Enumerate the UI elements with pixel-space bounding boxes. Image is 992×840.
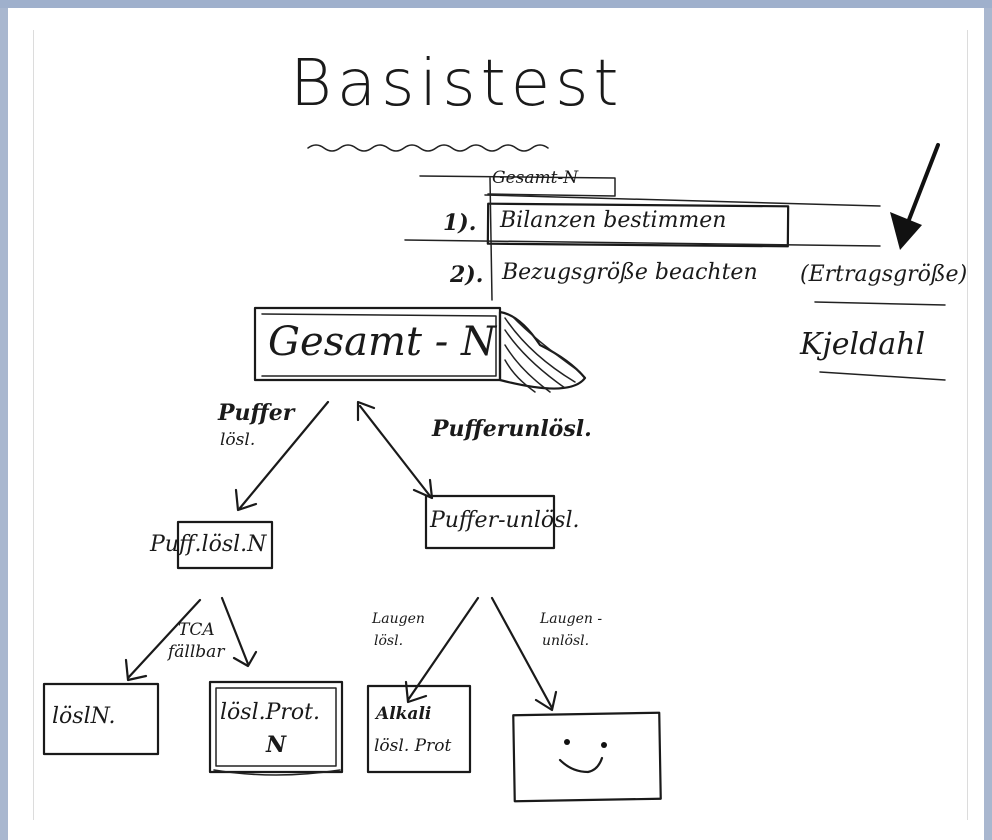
laugen-right-a: Laugen - — [540, 611, 603, 627]
l3-box-3-label-a: Alkali — [376, 704, 432, 724]
l3-box-3-label-b: lösl. Prot — [374, 736, 452, 756]
l3-box-2-label-a: lösl.Prot. — [220, 700, 320, 725]
root-box-inner — [261, 313, 497, 377]
l3-box-2-label-b: N — [266, 732, 287, 758]
big-arrow-shaft — [903, 143, 940, 232]
left-l2-box — [176, 520, 274, 570]
smiley-eye-right — [601, 742, 607, 748]
right-branch-label: Pufferunlösl. — [432, 416, 592, 442]
step2-paren: (Ertragsgröße) — [800, 262, 968, 287]
left-l2-label: Puff.lösl.N — [150, 532, 267, 557]
laugen-left-b: lösl. — [374, 633, 404, 649]
l3-box-1 — [42, 682, 160, 756]
arrow-to-left-shaft — [238, 400, 330, 510]
arrow-to-right-head — [356, 400, 434, 500]
arrow-l3-1 — [124, 598, 202, 682]
step2-number: 2). — [450, 262, 484, 288]
laugen-right-b: unlösl. — [542, 633, 590, 649]
strike-line — [404, 239, 881, 247]
hatched-wedge — [498, 310, 587, 390]
smiley-eye-left — [564, 739, 570, 745]
right-l2-box — [424, 494, 556, 550]
hatch-lines — [504, 315, 581, 393]
arrow-to-left-head — [234, 488, 258, 512]
window-frame-top — [0, 0, 992, 8]
kjeldahl-underline — [819, 371, 946, 381]
ertrag-underline — [814, 301, 946, 306]
left-branch-label-a: Puffer — [218, 400, 295, 426]
root-label: Gesamt - N — [268, 319, 496, 365]
smiley-mouth — [558, 756, 604, 774]
laugen-left-a: Laugen — [372, 611, 425, 627]
paper-edge-right — [967, 30, 968, 820]
top-line-long — [484, 194, 881, 207]
arrow-l3-3 — [404, 596, 480, 704]
title: Basistest — [290, 47, 624, 121]
arrow-to-right-shaft — [358, 404, 432, 498]
arrow-l3-2 — [220, 596, 258, 668]
paper-edge-left — [33, 30, 34, 820]
step2-text: Bezugsgröße beachten — [502, 260, 758, 285]
method-kjeldahl: Kjeldahl — [800, 327, 926, 362]
tca-label-a: TCA — [178, 620, 215, 640]
tca-label-b: fällbar — [168, 642, 225, 662]
step1-number: 1). — [443, 210, 477, 236]
l3-box-1-label: löslN. — [52, 704, 116, 729]
l3-box-2-inner — [213, 687, 341, 776]
left-branch-label-b: lösl. — [220, 430, 256, 450]
l3-box-2 — [208, 680, 344, 774]
arrow-l3-4 — [490, 596, 558, 712]
top-gesamt-box — [419, 175, 616, 197]
l3-box-4 — [512, 711, 662, 803]
vertical-connector — [489, 177, 493, 301]
title-underline — [307, 144, 549, 152]
top-gesamt-label: Gesamt-N — [492, 168, 579, 188]
big-arrow-head — [890, 212, 922, 250]
step1-text: Bilanzen bestimmen — [500, 208, 727, 233]
bilanzen-box — [486, 202, 790, 248]
l3-box-3 — [366, 684, 472, 774]
paper-sheet — [8, 8, 984, 840]
right-l2-label: Puffer-unlösl. — [430, 508, 580, 533]
